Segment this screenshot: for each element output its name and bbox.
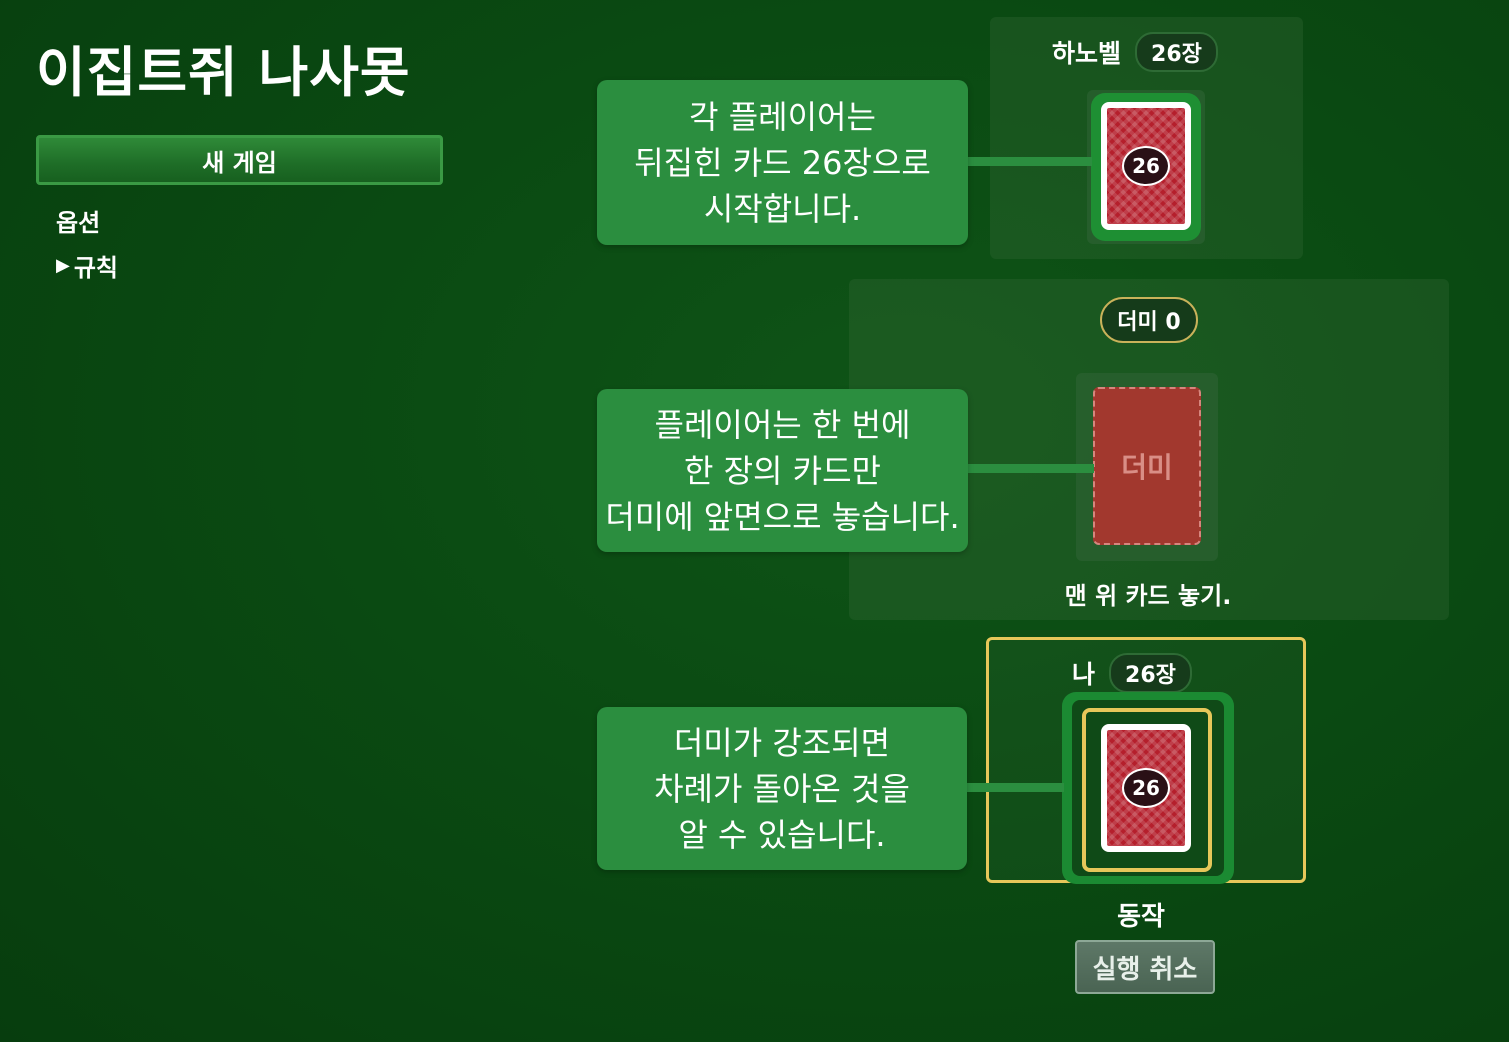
opponent-deck: 26 [1101,102,1191,230]
rules-label: 규칙 [73,254,119,282]
tooltip-line: 뒤집힌 카드 26장으로 [634,143,931,182]
tooltip-connector-1 [966,157,1092,166]
tooltip-line: 플레이어는 한 번에 [654,405,911,444]
pile-caption: 맨 위 카드 놓기. [1064,582,1232,610]
pile-count-badge: 더미 0 [1100,297,1198,343]
tooltip-line: 알 수 있습니다. [678,815,886,854]
my-deck[interactable]: 26 [1101,724,1191,852]
game-title: 이집트쥐 나사못 [36,41,411,104]
my-label: 나 26장 [1072,653,1192,693]
tooltip-line: 더미가 강조되면 [673,723,891,762]
pile-empty-placeholder: 더미 [1093,387,1201,545]
tooltip-turn-indicator: 더미가 강조되면 차례가 돌아온 것을 알 수 있습니다. [597,707,967,870]
tooltip-line: 차례가 돌아온 것을 [654,769,910,808]
my-count-badge: 26장 [1109,653,1192,693]
my-name: 나 [1072,660,1096,689]
tooltip-connector-3 [966,783,1064,792]
my-deck-highlight [1082,708,1212,872]
opponent-count-badge: 26장 [1135,32,1218,72]
opponent-label: 하노벨 26장 [1052,32,1218,72]
tooltip-line: 더미에 앞면으로 놓습니다. [605,497,960,536]
tooltip-deck-start: 각 플레이어는 뒤집힌 카드 26장으로 시작합니다. [597,80,968,245]
undo-button[interactable]: 실행 취소 [1075,940,1215,994]
opponent-name: 하노벨 [1052,39,1122,68]
tooltip-line: 한 장의 카드만 [684,451,881,490]
opponent-deck-count: 26 [1122,146,1170,186]
my-deck-count: 26 [1122,768,1170,808]
options-link[interactable]: 옵션 [56,209,101,237]
new-game-button[interactable]: 새 게임 [36,135,443,185]
tooltip-connector-2 [966,464,1094,473]
tooltip-line: 시작합니다. [703,189,862,228]
tooltip-line: 각 플레이어는 [689,97,876,136]
tooltip-pile-rule: 플레이어는 한 번에 한 장의 카드만 더미에 앞면으로 놓습니다. [597,389,968,552]
triangle-right-icon: ▶ [56,255,70,276]
rules-toggle[interactable]: ▶ 규칙 [56,248,118,283]
actions-label: 동작 [1117,902,1165,932]
